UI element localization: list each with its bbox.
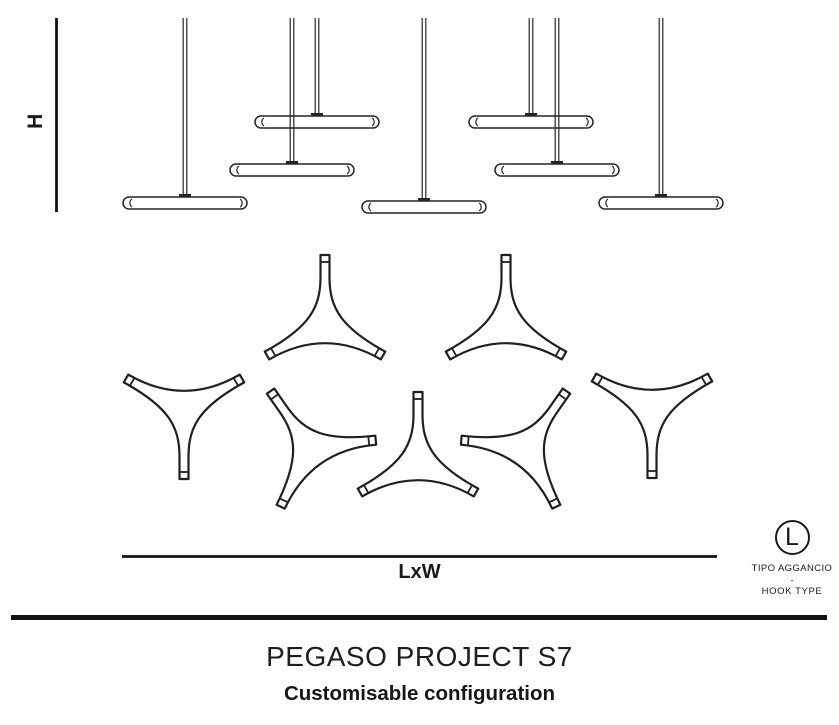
pendant-lamp-side-5 <box>468 18 594 129</box>
hook-type-separator: - <box>790 574 794 585</box>
hook-type-badge: L TIPO AGGANCIO - HOOK TYPE <box>722 520 839 596</box>
plan-view-fixture-1 <box>263 253 387 361</box>
height-dimension-label: H <box>24 113 47 129</box>
plan-view-fixture-3 <box>122 373 246 481</box>
product-subtitle: Customisable configuration <box>283 682 556 705</box>
plan-view-fixture-4 <box>220 355 381 513</box>
footer-divider <box>11 615 827 620</box>
pendant-lamp-side-2 <box>254 18 380 129</box>
hook-type-symbol: L <box>774 520 810 555</box>
pendant-lamp-side-7 <box>598 18 724 210</box>
product-title: PEGASO PROJECT S7 <box>266 641 573 672</box>
pendant-lamp-side-3 <box>229 18 355 177</box>
hook-type-label-it: TIPO AGGANCIO <box>751 563 833 574</box>
pendant-lamp-side-1 <box>122 18 248 210</box>
hook-type-label-en: HOOK TYPE <box>761 585 823 597</box>
pendant-lamp-side-6 <box>494 18 620 177</box>
pendant-lamp-side-4 <box>361 18 487 214</box>
plan-view-fixture-7 <box>590 372 714 480</box>
lxw-dimension-label: LxW <box>398 561 441 583</box>
plan-view-fixture-2 <box>444 253 568 361</box>
